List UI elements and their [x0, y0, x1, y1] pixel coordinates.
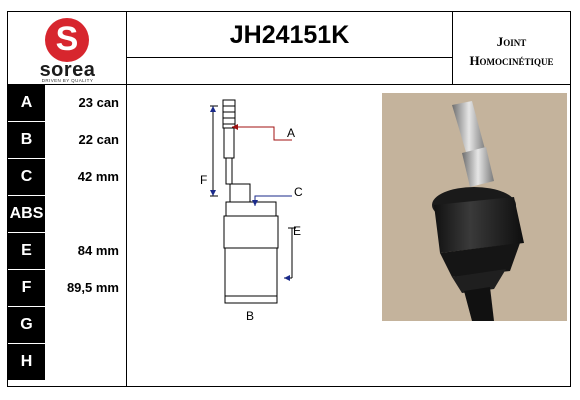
spec-value: 89,5 mm — [66, 280, 119, 295]
spec-value: 23 can — [78, 95, 119, 110]
diagram-label-a: A — [287, 126, 295, 140]
arrow-icon — [252, 200, 258, 206]
diagram-label-e: E — [293, 224, 301, 238]
product-sheet: S sorea DRIVEN BY QUALITY JH24151K Joint… — [7, 11, 571, 387]
spec-row-abs: ABS — [8, 196, 127, 233]
table-divider — [126, 85, 127, 387]
spec-key: G — [8, 307, 45, 343]
logo-emblem: S — [45, 18, 89, 62]
spec-key: E — [8, 233, 45, 269]
arrow-icon — [232, 124, 238, 130]
part-type: Joint Homocinétique — [453, 12, 570, 85]
joint-diagram: A B C E F — [200, 99, 303, 323]
spec-value: 42 mm — [77, 169, 119, 184]
arrow-icon — [210, 190, 216, 196]
spec-value: 84 mm — [77, 243, 119, 258]
logo-wordmark: sorea — [39, 59, 96, 81]
spec-row-h: H — [8, 344, 127, 381]
arrow-icon — [210, 106, 216, 112]
spec-value — [45, 307, 127, 343]
part-type-line1: Joint — [496, 34, 527, 49]
logo-tagline: DRIVEN BY QUALITY — [41, 78, 94, 83]
spec-row-b: B 22 can — [8, 122, 127, 159]
diagram-label-c: C — [294, 185, 303, 199]
joint-photo-illustration — [432, 101, 524, 321]
spec-value — [45, 344, 127, 380]
diagram-label-f: F — [200, 173, 207, 187]
product-photo — [382, 93, 567, 321]
arrow-icon — [284, 275, 290, 281]
logo-mark: S — [55, 20, 79, 58]
spec-row-g: G — [8, 307, 127, 344]
spec-row-e: E 84 mm — [8, 233, 127, 270]
spec-key: ABS — [8, 196, 45, 232]
spec-key: C — [8, 159, 45, 195]
part-type-line2: Homocinétique — [469, 53, 554, 68]
reference-subcell — [127, 58, 453, 85]
brand-logo: S sorea DRIVEN BY QUALITY — [8, 12, 127, 85]
spec-key: A — [8, 85, 45, 121]
diagram-label-b: B — [246, 309, 254, 323]
spec-key: H — [8, 344, 45, 380]
spec-row-c: C 42 mm — [8, 159, 127, 196]
spec-row-a: A 23 can — [8, 85, 127, 122]
spec-key: B — [8, 122, 45, 158]
spec-row-f: F 89,5 mm — [8, 270, 127, 307]
spec-value — [45, 196, 127, 232]
spec-value: 22 can — [78, 132, 119, 147]
spec-key: F — [8, 270, 45, 306]
part-reference: JH24151K — [127, 12, 453, 58]
